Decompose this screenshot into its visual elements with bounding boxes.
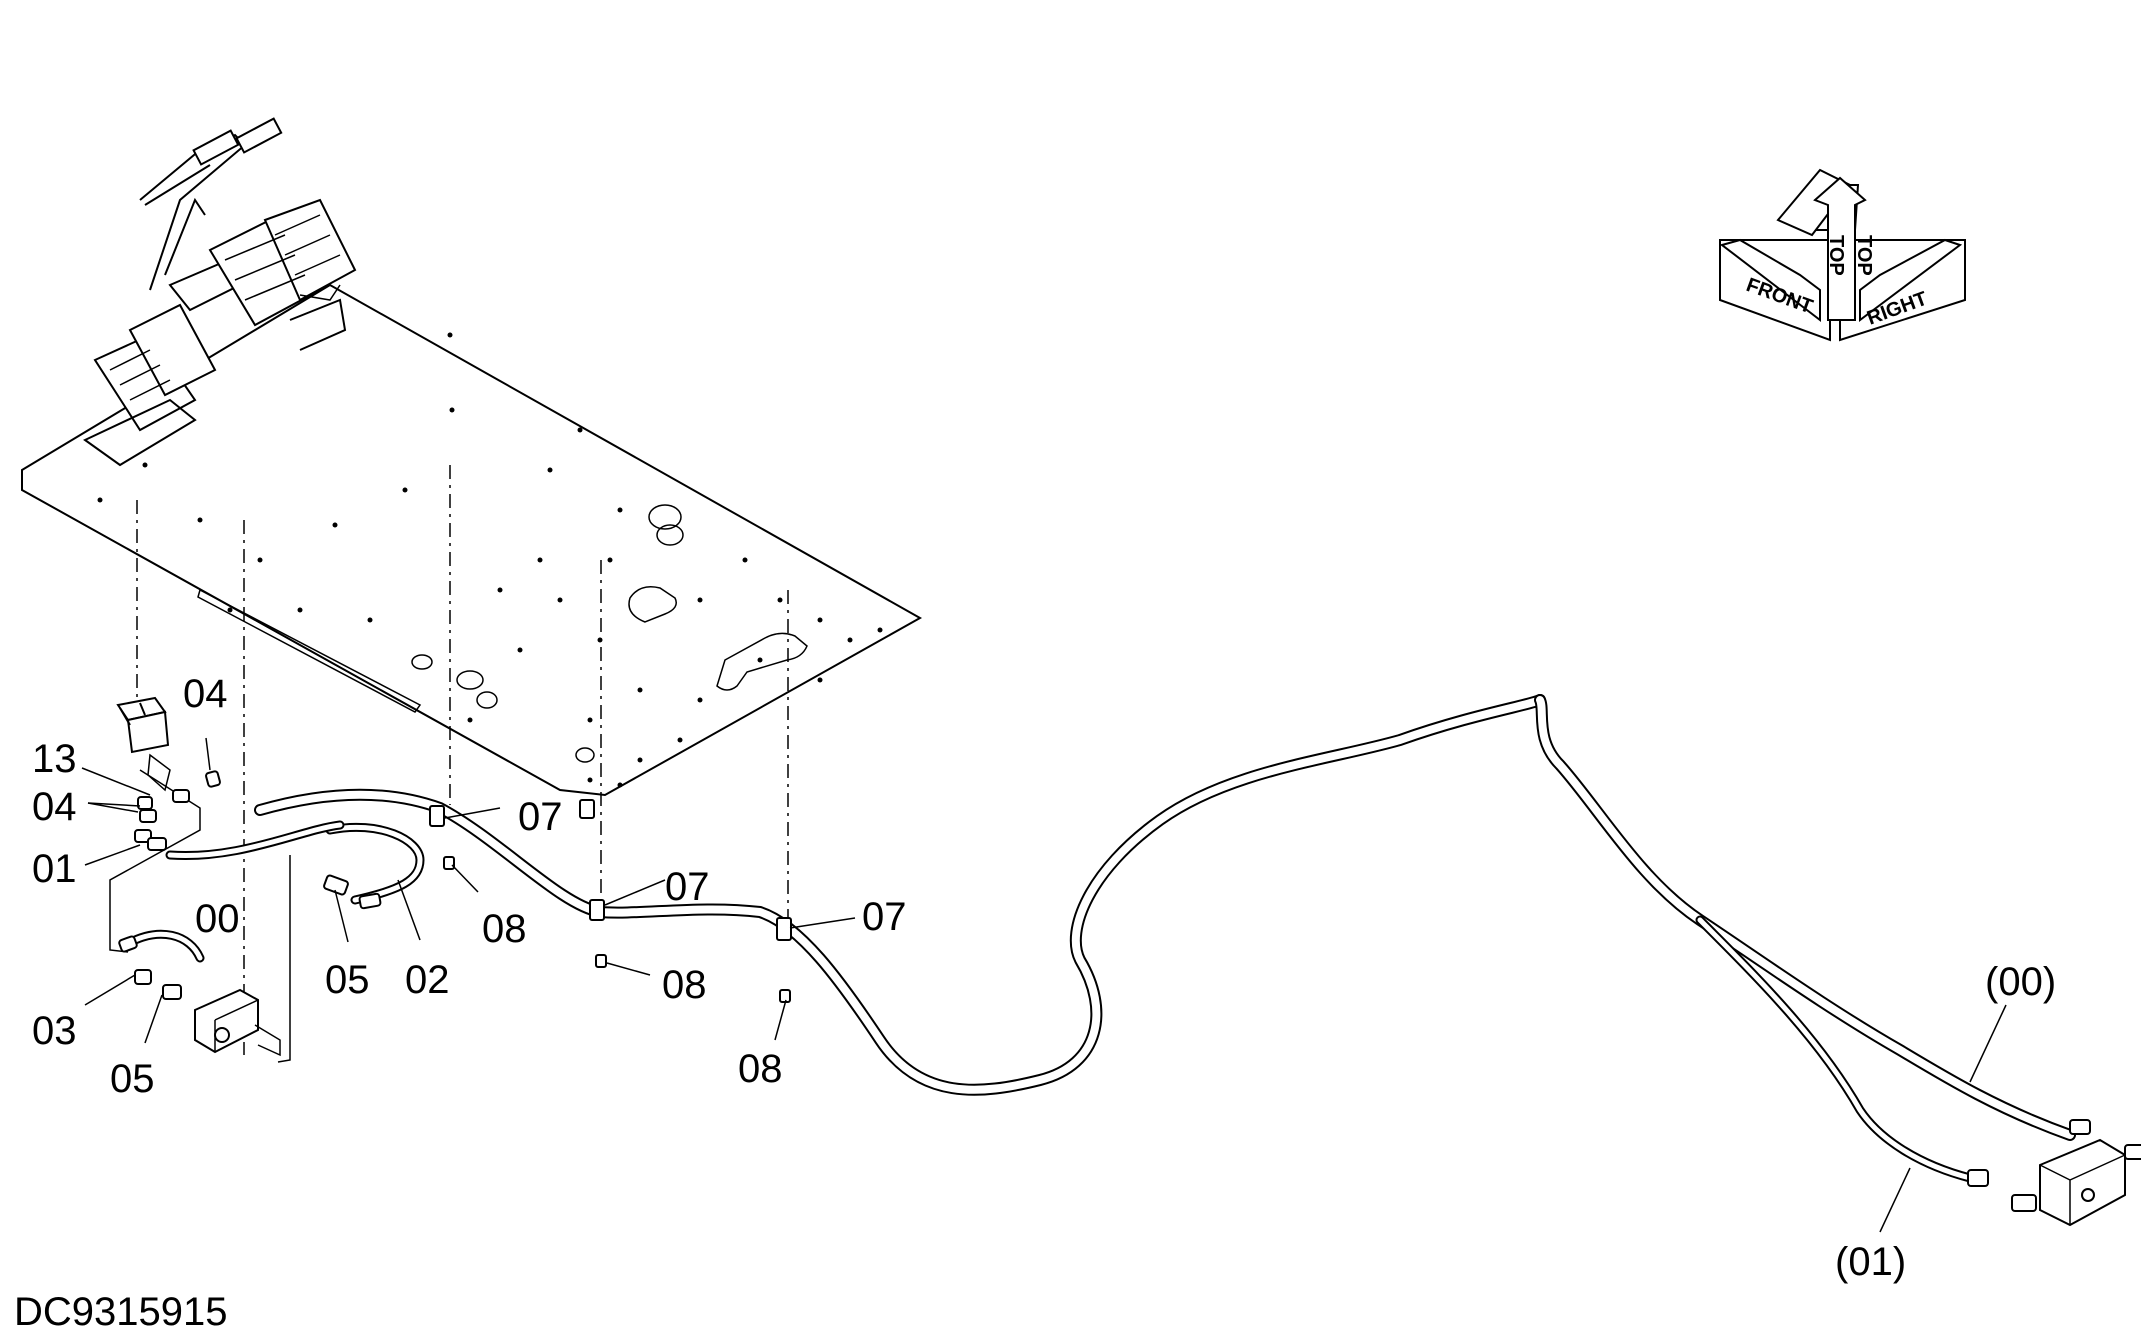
label-07-c: 07 bbox=[862, 895, 907, 939]
orient-top-left-label: TOP bbox=[1825, 235, 1847, 276]
orientation-indicator: FRONT TOP TOP RIGHT bbox=[1719, 168, 1966, 342]
orient-top-right-label: TOP bbox=[1853, 235, 1875, 276]
bracket-outline-2 bbox=[277, 855, 291, 1063]
label-01-paren: (01) bbox=[1835, 1240, 1906, 1284]
callout-labels: 04 13 04 01 00 03 05 05 02 07 08 07 08 0… bbox=[32, 672, 2056, 1284]
label-07-a: 07 bbox=[518, 795, 563, 839]
fittings-cluster bbox=[134, 770, 221, 851]
pilot-valve-left bbox=[194, 988, 281, 1057]
label-04-top: 04 bbox=[183, 672, 228, 716]
travel-pedals bbox=[83, 117, 357, 467]
label-00-paren: (00) bbox=[1985, 960, 2056, 1004]
pilot-valve-right bbox=[1967, 1119, 2141, 1227]
assembly-leader-lines bbox=[136, 465, 789, 1055]
label-07-b: 07 bbox=[665, 865, 710, 909]
label-08-b: 08 bbox=[662, 963, 707, 1007]
label-03: 03 bbox=[32, 1009, 77, 1053]
label-13: 13 bbox=[32, 737, 77, 781]
label-05-mid: 05 bbox=[325, 958, 370, 1002]
drawing-number: DC9315915 bbox=[14, 1290, 228, 1334]
main-hose-bundle bbox=[254, 694, 2076, 1183]
label-00: 00 bbox=[195, 897, 240, 941]
label-04-left: 04 bbox=[32, 785, 77, 829]
bracket-outline bbox=[109, 769, 201, 953]
label-05-bottom: 05 bbox=[110, 1057, 155, 1101]
pressure-switch-block bbox=[116, 696, 171, 792]
label-01: 01 bbox=[32, 847, 77, 891]
label-02: 02 bbox=[405, 958, 450, 1002]
callout-leaders bbox=[81, 737, 2007, 1233]
label-08-a: 08 bbox=[482, 907, 527, 951]
floor-plate bbox=[21, 283, 923, 797]
mounting-holes bbox=[97, 332, 883, 788]
label-08-c: 08 bbox=[738, 1047, 783, 1091]
bolts-08 bbox=[443, 856, 791, 1003]
